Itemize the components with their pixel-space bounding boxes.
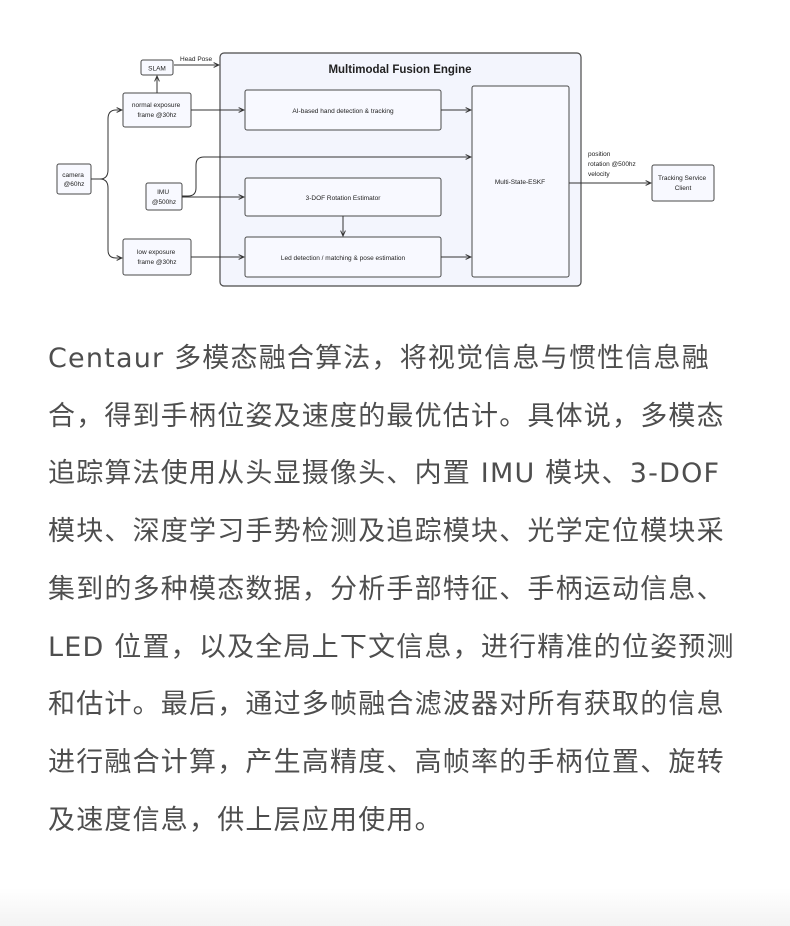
hand-detection-label: AI-based hand detection & tracking [292, 108, 394, 115]
tracking-client-line: Tracking Service [658, 175, 707, 182]
low-exposure-line: frame @30hz [137, 259, 176, 266]
low-exposure-label: low exposure frame @30hz [137, 249, 177, 266]
slam-box [140, 59, 174, 76]
output-label-line: rotation @500hz [588, 161, 636, 168]
output-label: position rotation @500hz velocity [588, 151, 638, 178]
camera-label: camera @60hz [62, 172, 86, 188]
bottom-fade [0, 888, 790, 926]
camera-branch-connector [91, 110, 122, 180]
imu-label-line: @500hz [152, 199, 176, 206]
article-paragraph: Centaur 多模态融合算法，将视觉信息与惯性信息融合，得到手柄位姿及速度的最… [48, 343, 735, 836]
fusion-engine-diagram: Multimodal Fusion Engine camera @60hz SL… [56, 52, 715, 287]
imu-to-eskf-arrow [182, 157, 471, 197]
tracking-client-line: Client [675, 185, 692, 192]
low-exposure-box [122, 238, 192, 276]
normal-exposure-line: normal exposure [132, 102, 181, 109]
rotation-estimator-label: 3-DOF Rotation Estimator [306, 195, 382, 202]
eskf-label: Multi-State-ESKF [495, 179, 545, 186]
camera-label-line: camera [62, 172, 84, 179]
imu-label-line: IMU [157, 189, 169, 196]
led-detection-label: Led detection / matching & pose estimati… [281, 255, 406, 262]
output-label-line: velocity [588, 171, 610, 178]
camera-box [56, 163, 92, 195]
low-exposure-line: low exposure [137, 249, 176, 256]
normal-exposure-box [122, 92, 192, 128]
head-pose-label: Head Pose [180, 56, 213, 63]
slam-label: SLAM [148, 66, 166, 73]
output-label-line: position [588, 151, 611, 158]
normal-exposure-line: frame @30hz [137, 112, 176, 119]
tracking-client-box [651, 164, 715, 202]
engine-title: Multimodal Fusion Engine [328, 64, 471, 76]
camera-branch-connector [99, 178, 122, 258]
eskf-box [471, 85, 570, 278]
camera-label-line: @60hz [64, 181, 85, 188]
tracking-client-label: Tracking Service Client [658, 175, 708, 192]
imu-label: IMU @500hz [152, 189, 176, 206]
normal-exposure-label: normal exposure frame @30hz [132, 102, 182, 119]
